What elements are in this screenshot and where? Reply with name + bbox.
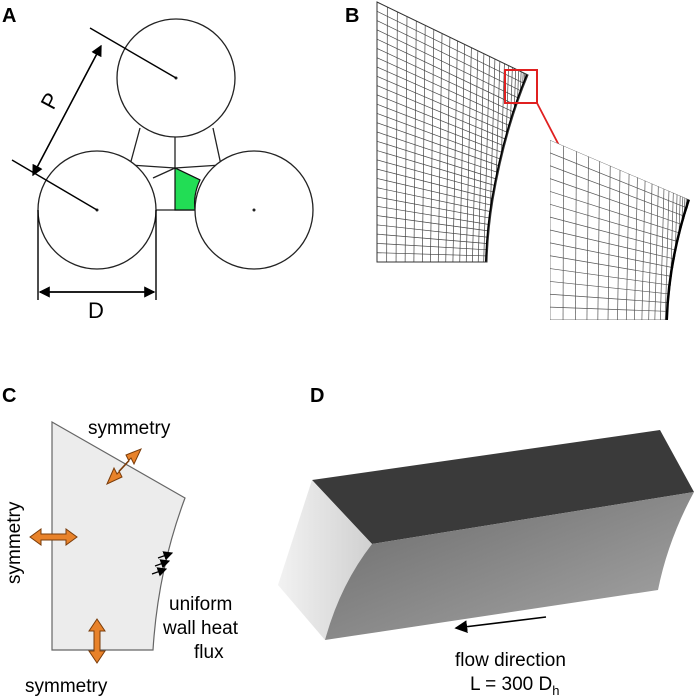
symmetry-arrow-top bbox=[106, 448, 142, 486]
panel-d: D flow direction L = 300 Dh bbox=[278, 385, 694, 698]
flow-arrow bbox=[454, 616, 547, 633]
computational-domain bbox=[51, 420, 186, 651]
panel-a-label: A bbox=[2, 5, 16, 27]
panel-c: C symmetry symmetry symmetry uniform wal… bbox=[2, 385, 239, 697]
channel-heated-face bbox=[325, 492, 694, 640]
symmetry-arrow-bottom bbox=[88, 618, 106, 664]
mesh-main-outline bbox=[376, 1, 529, 263]
pitch-dimension bbox=[11, 27, 177, 211]
diameter-dimension bbox=[37, 210, 157, 300]
panel-b-label: B bbox=[345, 5, 359, 27]
diameter-label: D bbox=[88, 298, 104, 323]
channel-end-face bbox=[278, 480, 372, 640]
length-label-subscript: h bbox=[552, 683, 559, 698]
length-label-main: L = 300 D bbox=[470, 674, 552, 695]
zoom-box bbox=[504, 69, 538, 104]
channel-top-face bbox=[312, 430, 694, 544]
flow-direction-label: flow direction bbox=[455, 650, 566, 671]
heat-flux-arrows bbox=[151, 551, 174, 577]
length-label: L = 300 Dh bbox=[470, 674, 559, 698]
panel-b: B bbox=[345, 1, 690, 320]
symmetry-arrow-left bbox=[29, 528, 78, 546]
heat-flux-label-line3: flux bbox=[194, 642, 224, 663]
left-symmetry-label: symmetry bbox=[4, 501, 25, 584]
heat-flux-label-line2: wall heat bbox=[162, 618, 239, 639]
rod-right-center bbox=[252, 208, 256, 212]
heat-flux-label-line1: uniform bbox=[169, 594, 232, 615]
panel-a: A P bbox=[2, 5, 314, 323]
top-symmetry-label: symmetry bbox=[88, 418, 171, 439]
mesh-zoomed bbox=[550, 140, 690, 320]
mesh-main bbox=[377, 2, 528, 262]
pitch-label: P bbox=[36, 88, 65, 113]
panel-d-label: D bbox=[310, 385, 324, 407]
bottom-symmetry-label: symmetry bbox=[25, 676, 108, 697]
panel-c-label: C bbox=[2, 385, 16, 407]
